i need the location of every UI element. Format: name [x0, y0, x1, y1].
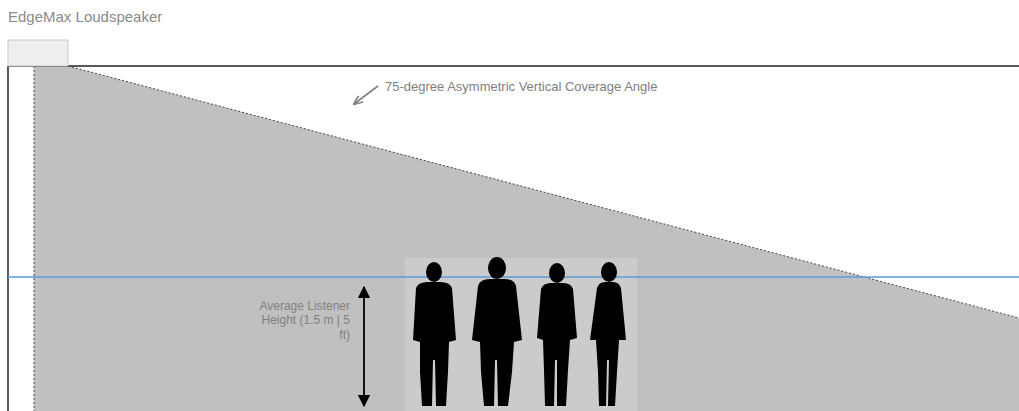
coverage-edge-vertical — [34, 66, 35, 411]
coverage-area — [34, 66, 1019, 411]
coverage-callout: 75-degree Asymmetric Vertical Coverage A… — [385, 79, 657, 95]
loudspeaker-box — [8, 40, 68, 66]
speaker-label: EdgeMax Loudspeaker — [8, 8, 162, 26]
ceiling-line — [8, 65, 1019, 67]
leader-arrow — [354, 86, 378, 104]
height-label: Average Listener Height (1.5 m | 5 ft) — [258, 299, 350, 342]
height-arrow — [363, 287, 365, 406]
coverage-edge-upper — [68, 66, 1019, 318]
wall-line — [7, 66, 9, 411]
people-backdrop — [405, 258, 637, 411]
listener-height-line — [8, 276, 1019, 278]
listener-silhouettes — [413, 257, 626, 406]
